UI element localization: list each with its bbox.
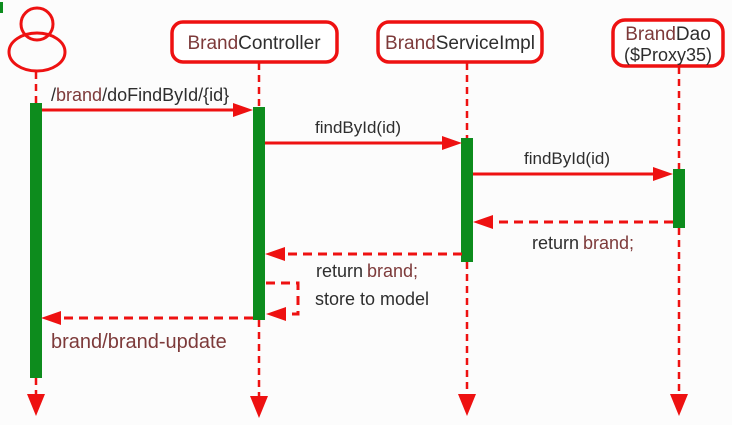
controller-activation-bar — [253, 107, 265, 320]
request-arrowhead — [233, 103, 253, 117]
dao-label-rest: Dao — [676, 24, 711, 45]
dao-label-accent: Brand — [625, 24, 676, 45]
request-label: /brand/doFindById/{id} — [51, 85, 229, 105]
dao-label: BrandDao — [625, 24, 711, 45]
return-ds-arrowhead — [473, 215, 493, 229]
findbyid-sd-arrowhead — [653, 167, 673, 181]
controller-box — [170, 20, 339, 64]
dao-lifeline-end-arrow — [670, 394, 688, 416]
request-label-accent: brand — [56, 85, 102, 105]
return-sc-label-accent: brand; — [367, 261, 418, 281]
dao-activation-bar — [673, 169, 685, 228]
store-to-model-label: store to model — [315, 289, 429, 309]
view-response-arrowhead — [41, 311, 61, 325]
actor-activation-bar — [30, 103, 42, 378]
actor-figure — [7, 6, 67, 73]
request-label-post: /doFindById/{id} — [102, 85, 229, 105]
controller-label-accent: Brand — [187, 33, 238, 54]
findbyid-cs-arrowhead — [442, 136, 462, 150]
return-ds-label-pre: return — [532, 233, 579, 253]
dao-sublabel: ($Proxy35) — [624, 45, 712, 65]
return-ds-label-accent: brand; — [583, 233, 634, 253]
dao-box — [611, 18, 725, 68]
findbyid-sd-label: findById(id) — [524, 149, 610, 168]
stray-green-mark — [0, 2, 3, 13]
service-label-rest: ServiceImpl — [436, 33, 535, 54]
view-response-label: brand/brand-update — [51, 331, 227, 353]
actor-lifeline-end-arrow — [27, 394, 45, 416]
service-activation-bar — [461, 138, 473, 262]
actor-body — [7, 31, 67, 73]
service-lifeline-end-arrow — [458, 394, 476, 416]
store-to-model-arrowhead — [266, 307, 286, 321]
service-label: BrandServiceImpl — [385, 33, 535, 54]
service-box — [376, 20, 544, 64]
controller-label: BrandController — [187, 33, 321, 54]
service-label-accent: Brand — [385, 33, 436, 54]
controller-lifeline-end-arrow — [250, 396, 268, 418]
return-sc-arrowhead — [265, 247, 285, 261]
store-to-model-loop-line — [266, 281, 300, 316]
controller-label-rest: Controller — [238, 33, 321, 54]
findbyid-cs-label: findById(id) — [315, 118, 401, 137]
request-label-pre: / — [51, 85, 56, 105]
actor-head — [19, 6, 55, 42]
return-sc-label-pre: return — [316, 261, 363, 281]
